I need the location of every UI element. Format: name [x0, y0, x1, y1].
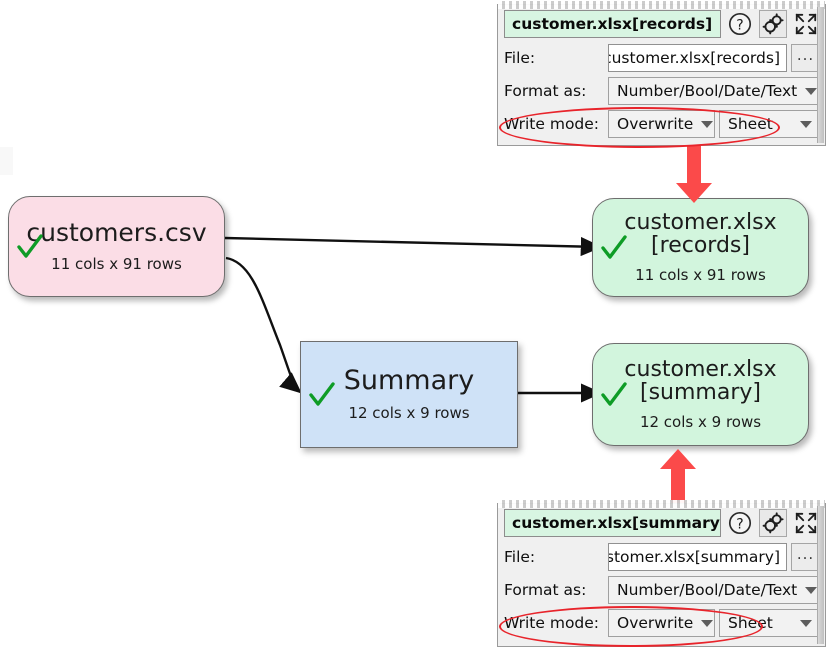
- node-title: Summary: [343, 364, 475, 396]
- node-subtitle: 12 cols x 9 rows: [639, 413, 762, 432]
- node-subtitle: 11 cols x 91 rows: [51, 255, 182, 274]
- format-as-value: Number/Bool/Date/Text: [617, 82, 798, 100]
- flow-node-customer-xlsx-summary[interactable]: customer.xlsx [summary] 12 cols x 9 rows: [592, 343, 809, 446]
- write-mode-select[interactable]: Overwrite: [608, 609, 715, 637]
- chevron-down-icon: [701, 619, 714, 627]
- expand-icon[interactable]: [792, 509, 820, 537]
- red-arrow-up-to-summary: [660, 449, 696, 507]
- row-write-mode: Write mode: Overwrite Sheet: [504, 608, 820, 638]
- green-check-icon: [309, 381, 335, 406]
- file-label: File:: [504, 49, 536, 67]
- chevron-down-icon: [800, 120, 812, 128]
- file-path-input[interactable]: op\customer.xlsx[records]: [608, 44, 787, 72]
- write-target-value: Sheet: [728, 614, 773, 632]
- node-subtitle: 11 cols x 91 rows: [635, 266, 766, 285]
- browse-button[interactable]: ...: [791, 543, 820, 571]
- write-target-select[interactable]: Sheet: [719, 609, 820, 637]
- row-write-mode: Write mode: Overwrite Sheet: [504, 109, 820, 139]
- write-mode-value: Overwrite: [617, 115, 694, 133]
- flow-node-customers-csv[interactable]: customers.csv 11 cols x 91 rows: [8, 196, 225, 297]
- panel-top-torn-edge: [498, 500, 825, 508]
- green-check-icon: [601, 234, 627, 259]
- panel-customer-xlsx-records: customer.xlsx[records] ?: [497, 1, 826, 146]
- chevron-down-icon: [805, 586, 818, 594]
- file-label: File:: [504, 548, 536, 566]
- panel-titlebar: customer.xlsx[summary] ?: [504, 508, 820, 538]
- row-file: File: \customer.xlsx[summary] ...: [504, 542, 820, 572]
- node-title: customers.csv: [26, 217, 207, 247]
- svg-text:?: ?: [736, 18, 743, 34]
- chevron-down-icon: [800, 619, 812, 627]
- chevron-down-icon: [701, 120, 714, 128]
- write-target-value: Sheet: [728, 115, 773, 133]
- node-title: customer.xlsx [summary]: [624, 356, 777, 405]
- format-as-label: Format as:: [504, 581, 587, 599]
- node-subtitle: 12 cols x 9 rows: [348, 404, 470, 423]
- panel-scrollbar[interactable]: [817, 506, 824, 644]
- panel-title-field[interactable]: customer.xlsx[summary]: [504, 509, 721, 537]
- write-mode-value: Overwrite: [617, 614, 694, 632]
- chevron-down-icon: [805, 87, 818, 95]
- svg-text:?: ?: [736, 517, 743, 533]
- canvas-left-panel-edge: [0, 147, 13, 175]
- row-format-as: Format as: Number/Bool/Date/Text: [504, 575, 820, 605]
- file-path-input[interactable]: \customer.xlsx[summary]: [608, 543, 787, 571]
- panel-scrollbar[interactable]: [817, 7, 824, 143]
- format-as-select[interactable]: Number/Bool/Date/Text: [608, 77, 820, 105]
- help-icon[interactable]: ?: [726, 10, 754, 38]
- write-mode-select[interactable]: Overwrite: [608, 110, 715, 138]
- panel-titlebar: customer.xlsx[records] ?: [504, 9, 820, 39]
- write-target-select[interactable]: Sheet: [719, 110, 820, 138]
- write-mode-label: Write mode:: [504, 614, 600, 632]
- format-as-label: Format as:: [504, 82, 587, 100]
- flow-node-customer-xlsx-records[interactable]: customer.xlsx [records] 11 cols x 91 row…: [592, 198, 809, 297]
- flow-node-summary[interactable]: Summary 12 cols x 9 rows: [300, 341, 518, 448]
- panel-top-torn-edge: [498, 1, 825, 9]
- panel-title-field[interactable]: customer.xlsx[records]: [504, 10, 721, 38]
- node-title: customer.xlsx [records]: [624, 209, 777, 258]
- row-file: File: op\customer.xlsx[records] ...: [504, 43, 820, 73]
- format-as-value: Number/Bool/Date/Text: [617, 581, 798, 599]
- green-check-icon: [601, 381, 627, 406]
- gear-icon[interactable]: [759, 509, 787, 537]
- gear-icon[interactable]: [759, 10, 787, 38]
- row-format-as: Format as: Number/Bool/Date/Text: [504, 76, 820, 106]
- write-mode-label: Write mode:: [504, 115, 600, 133]
- green-check-icon: [17, 233, 43, 258]
- red-arrow-down-to-records: [676, 145, 712, 203]
- browse-button[interactable]: ...: [791, 44, 820, 72]
- format-as-select[interactable]: Number/Bool/Date/Text: [608, 576, 820, 604]
- help-icon[interactable]: ?: [726, 509, 754, 537]
- expand-icon[interactable]: [792, 10, 820, 38]
- panel-customer-xlsx-summary: customer.xlsx[summary] ?: [497, 500, 826, 647]
